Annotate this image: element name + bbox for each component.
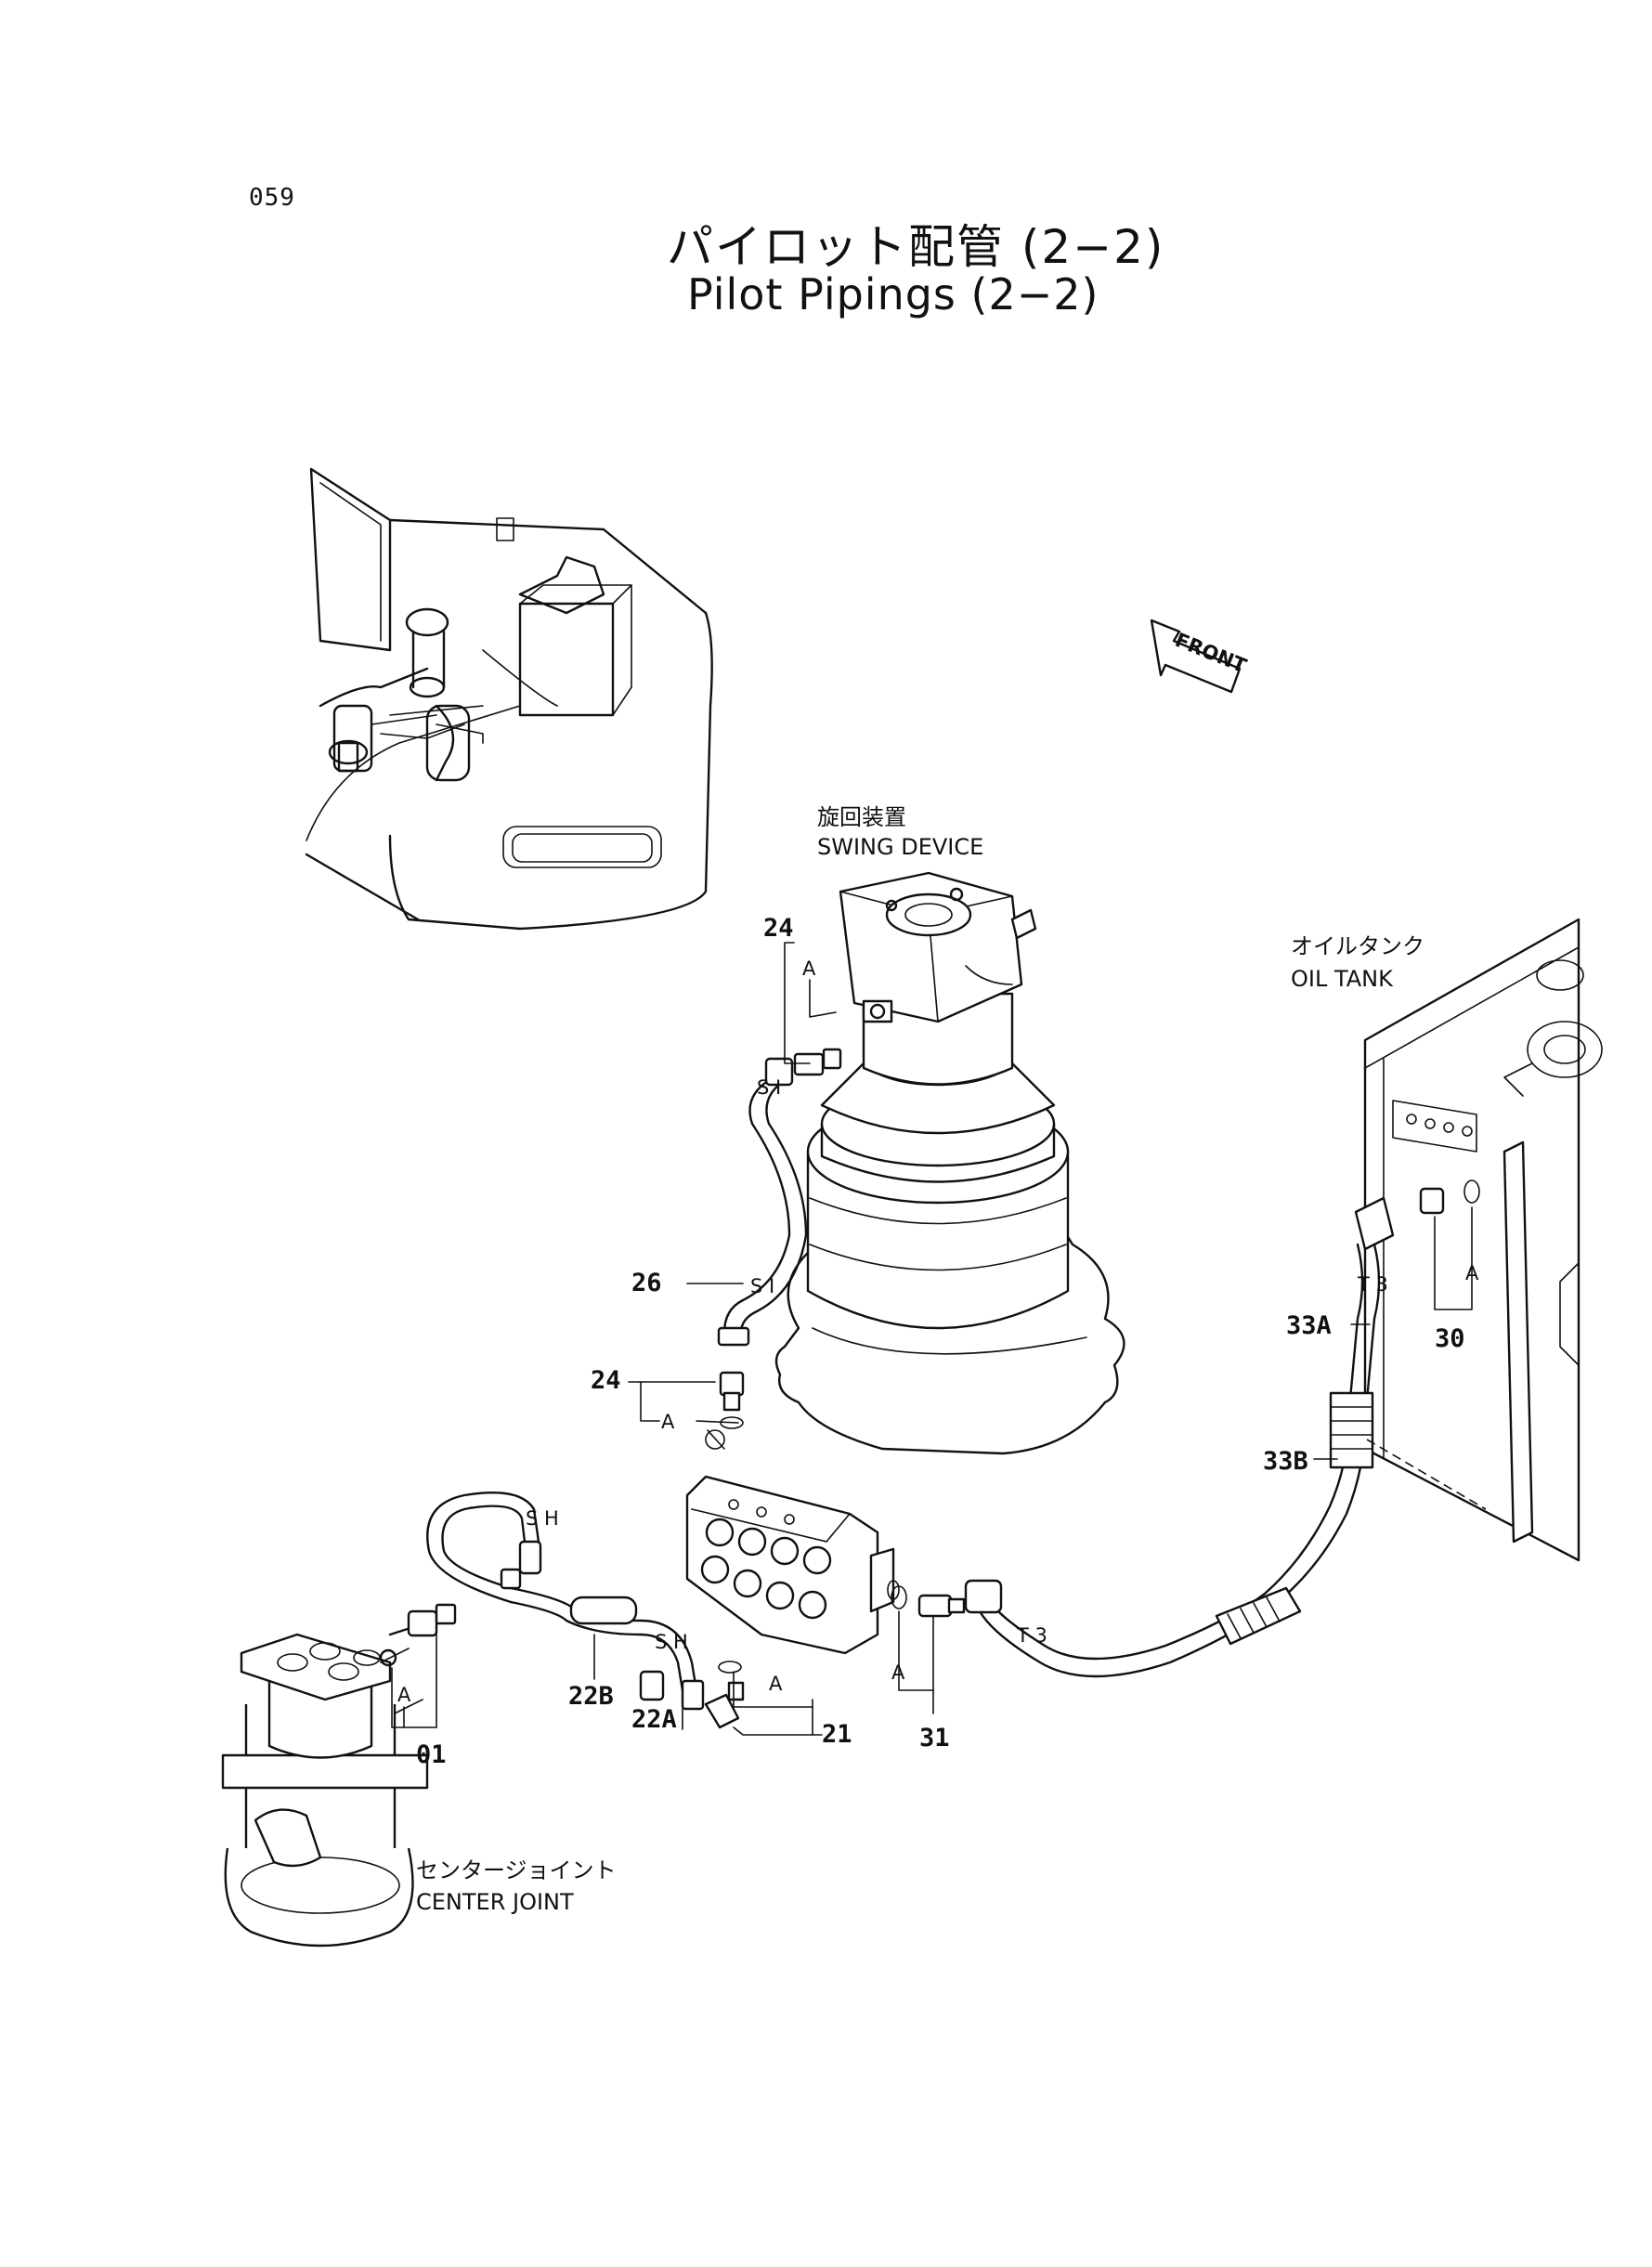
oil-tank-label-ja: オイルタンク bbox=[1291, 933, 1424, 959]
center-joint-label-ja: センタージョイント bbox=[416, 1857, 617, 1883]
callout-24-top: 24 bbox=[763, 914, 794, 943]
machine-overview bbox=[305, 467, 713, 931]
front-arrow: FRONT bbox=[1150, 619, 1250, 694]
callout-01: 01 bbox=[416, 1740, 447, 1769]
hoses-and-fittings bbox=[388, 1048, 1480, 1729]
callout-33B: 33B bbox=[1263, 1447, 1308, 1476]
leader-lines bbox=[391, 942, 1487, 1736]
hose-marking-si-top: S I bbox=[757, 1076, 781, 1099]
callout-a-30: A bbox=[1465, 1262, 1479, 1284]
callout-31: 31 bbox=[919, 1724, 950, 1752]
pilot-valve-block-drawing bbox=[685, 1429, 900, 1655]
swing-device-drawing bbox=[774, 871, 1125, 1455]
page-title-en: Pilot Pipings (2−2) bbox=[687, 269, 1099, 319]
page-title-ja: パイロット配管 (2−2) bbox=[667, 220, 1165, 274]
page-number: 059 bbox=[249, 184, 295, 212]
callout-26: 26 bbox=[631, 1269, 662, 1297]
callout-a-31: A bbox=[891, 1661, 905, 1684]
callout-a-21: A bbox=[769, 1673, 783, 1695]
callout-22B: 22B bbox=[568, 1682, 614, 1711]
callout-33A: 33A bbox=[1286, 1311, 1332, 1340]
callout-a-left: A bbox=[397, 1684, 411, 1706]
oil-tank-label-en: OIL TANK bbox=[1291, 966, 1394, 992]
callout-a-mid: A bbox=[661, 1411, 675, 1433]
callout-24-mid: 24 bbox=[591, 1366, 621, 1395]
swing-device-label-en: SWING DEVICE bbox=[817, 834, 983, 860]
callout-30: 30 bbox=[1435, 1324, 1465, 1353]
center-joint-drawing bbox=[221, 1633, 429, 1948]
hose-marking-t3-valve: T 3 bbox=[1016, 1624, 1047, 1647]
callout-22A: 22A bbox=[631, 1705, 677, 1734]
front-arrow-label: FRONT bbox=[1172, 629, 1250, 678]
oil-tank-drawing bbox=[1363, 918, 1603, 1562]
swing-device-label-ja: 旋回装置 bbox=[817, 804, 906, 830]
center-joint-label-en: CENTER JOINT bbox=[416, 1889, 574, 1915]
hose-marking-t3-tank: T 3 bbox=[1357, 1273, 1388, 1296]
callout-21: 21 bbox=[822, 1720, 852, 1749]
hose-marking-si-bottom: S I bbox=[750, 1275, 774, 1297]
hose-marking-sh-loop: S H bbox=[526, 1507, 559, 1530]
hose-marking-sh-end: S H bbox=[655, 1631, 688, 1653]
callout-a-top: A bbox=[802, 958, 816, 980]
